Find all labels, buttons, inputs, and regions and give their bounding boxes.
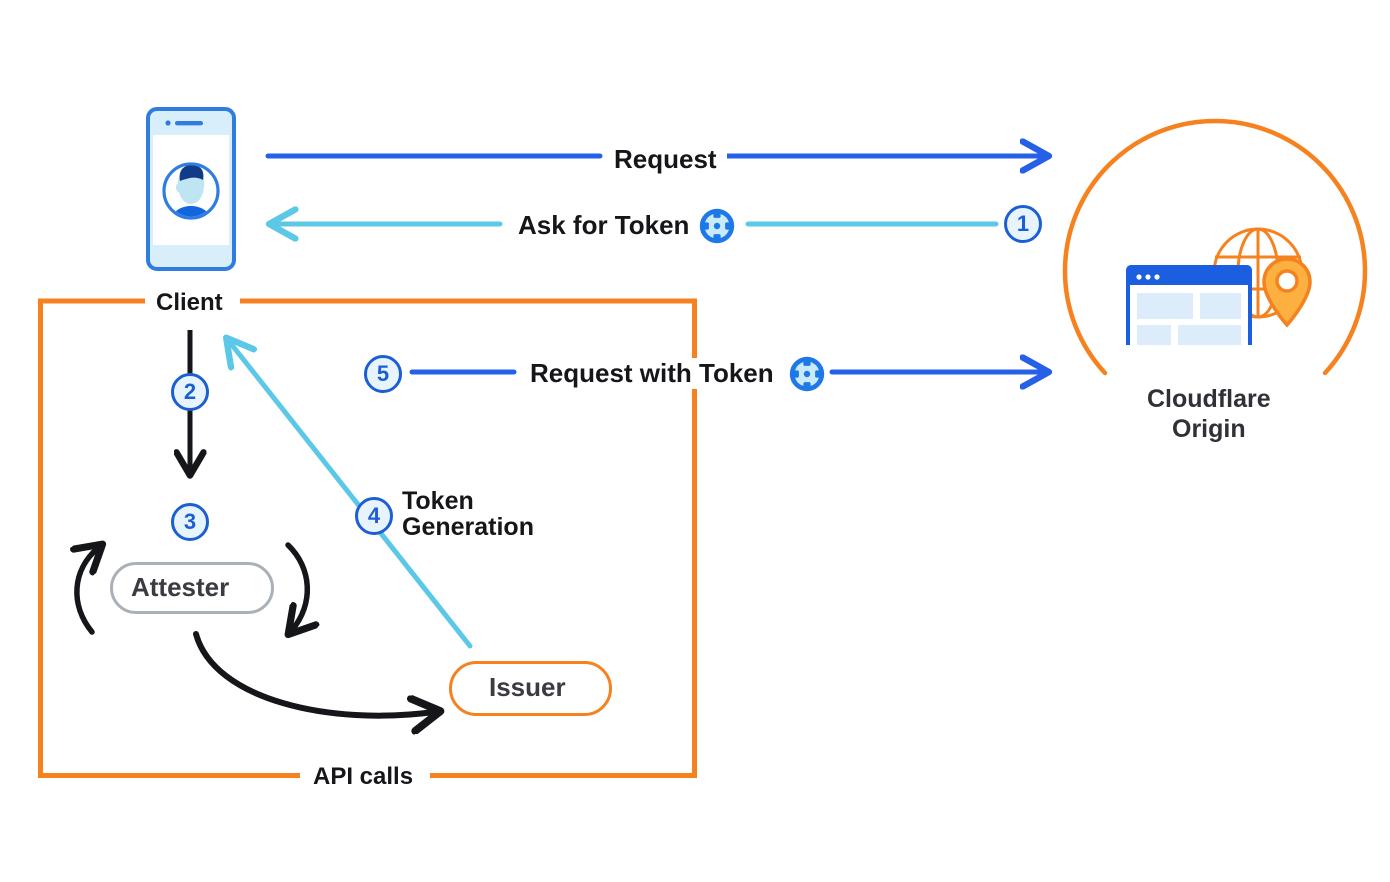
token-icon bbox=[698, 207, 736, 245]
cloudflare-origin-icon bbox=[1110, 215, 1330, 355]
token-icon bbox=[788, 355, 826, 393]
flow-label-token-generation: Token Generation bbox=[402, 487, 534, 541]
flow-label-request: Request bbox=[604, 144, 727, 175]
flow-attestation-loop bbox=[77, 545, 434, 716]
step-badge-3: 3 bbox=[171, 503, 209, 541]
flow-label-request-with-token: Request with Token bbox=[520, 358, 784, 389]
issuer-node[interactable] bbox=[449, 661, 612, 716]
step-badge-4: 4 bbox=[355, 497, 393, 535]
boundary-label-api-calls: API calls bbox=[304, 763, 423, 792]
step-badge-1: 1 bbox=[1004, 205, 1042, 243]
map-pin-icon bbox=[1262, 257, 1312, 328]
step-badge-5: 5 bbox=[364, 355, 402, 393]
attester-node[interactable] bbox=[110, 562, 274, 614]
browser-window-icon bbox=[1126, 265, 1252, 355]
flow-label-ask-for-token: Ask for Token bbox=[508, 210, 700, 241]
flow-token-generation-arrow bbox=[228, 340, 473, 649]
cloudflare-origin-label: Cloudflare Origin bbox=[1147, 385, 1271, 443]
attester-label: Attester bbox=[131, 572, 230, 602]
step-badge-2: 2 bbox=[171, 373, 209, 411]
issuer-label: Issuer bbox=[489, 672, 566, 702]
client-phone-icon bbox=[146, 107, 236, 271]
boundary-label-client: Client bbox=[147, 289, 232, 318]
origin-arc bbox=[1062, 118, 1368, 376]
